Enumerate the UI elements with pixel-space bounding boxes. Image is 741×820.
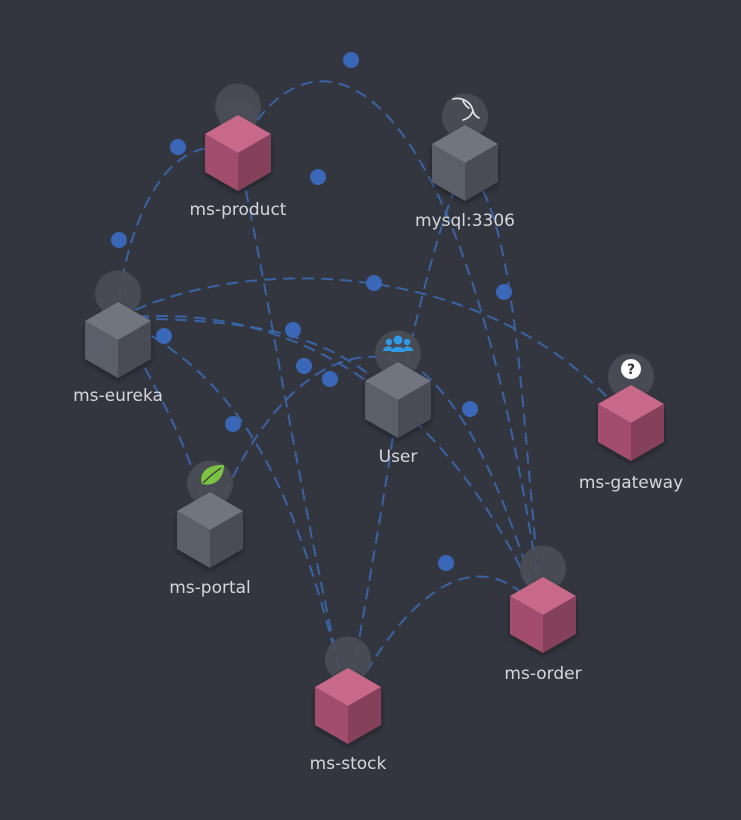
cube-left (177, 511, 210, 568)
cube-right (398, 381, 431, 438)
edge-eureka-gateway[interactable] (117, 277, 631, 424)
cube-right (348, 687, 381, 744)
flow-dot (296, 358, 312, 374)
users-icon (383, 335, 413, 352)
node-label: ms-order (504, 664, 581, 684)
edge-portal-order[interactable] (209, 355, 544, 616)
cube-right (543, 596, 576, 653)
flow-dot (156, 328, 172, 344)
edge-eureka-stock[interactable] (117, 317, 349, 707)
cube (598, 385, 664, 461)
node-user[interactable]: User (365, 330, 431, 467)
question-icon: ? (621, 359, 641, 379)
node-ms-portal[interactable]: ms-portal (169, 460, 251, 598)
node-label: ms-gateway (579, 473, 683, 493)
node-mysql[interactable]: mysql:3306 (415, 93, 515, 231)
leaf-vein (202, 467, 222, 484)
flow-dot (170, 139, 186, 155)
flow-dot (343, 52, 359, 68)
node-label: ms-stock (310, 754, 387, 774)
flow-dot (111, 232, 127, 248)
edges-layer (117, 80, 631, 707)
edge-eureka-user[interactable] (117, 317, 399, 401)
node-ms-order[interactable]: ms-order (504, 545, 582, 684)
flow-dot (322, 371, 338, 387)
cube (365, 362, 431, 438)
spring-leaf-icon (201, 464, 224, 485)
dolphin-fin (462, 100, 470, 109)
flow-dot (496, 284, 512, 300)
node-label: User (379, 447, 418, 467)
cube-left (85, 321, 118, 378)
cube (432, 125, 498, 201)
cube-left (205, 134, 238, 191)
user-body-left (383, 346, 392, 351)
user-body-center (391, 346, 405, 352)
cube-right (118, 321, 151, 378)
cube-right (465, 144, 498, 201)
cube (177, 492, 243, 568)
edge-eureka-order[interactable] (117, 314, 544, 616)
node-ms-eureka[interactable]: ms-eureka (73, 270, 163, 406)
cube-left (432, 144, 465, 201)
flow-dot (310, 169, 326, 185)
cube (205, 115, 271, 191)
cube (315, 668, 381, 744)
user-body-right (404, 346, 413, 351)
edge-product-order[interactable] (237, 80, 544, 616)
node-ms-product[interactable]: ms-product (190, 83, 287, 220)
cube (510, 577, 576, 653)
edge-product-stock[interactable] (237, 152, 349, 707)
cube-right (238, 134, 271, 191)
node-ms-stock[interactable]: ms-stock (310, 636, 387, 774)
dolphin-tail (462, 110, 474, 121)
edge-order-mysql[interactable] (464, 162, 544, 616)
flow-dot (462, 401, 478, 417)
cube-right (631, 404, 664, 461)
flow-dot (285, 322, 301, 338)
flow-dot (438, 555, 454, 571)
node-label: ms-product (190, 200, 287, 220)
cube-left (598, 404, 631, 461)
node-label: mysql:3306 (415, 211, 515, 231)
cube-right (210, 511, 243, 568)
question-mark-glyph: ? (627, 362, 635, 378)
node-ms-gateway[interactable]: ? ms-gateway (579, 353, 683, 493)
edge-user-mysql[interactable] (397, 162, 466, 401)
node-label: ms-portal (169, 578, 251, 598)
cube-left (365, 381, 398, 438)
node-label: ms-eureka (73, 386, 163, 406)
mysql-dolphin-icon (452, 97, 480, 121)
cube-left (315, 687, 348, 744)
user-head-left (385, 338, 393, 346)
flow-dots-layer (111, 52, 512, 571)
cube-left (510, 596, 543, 653)
flow-dot (366, 275, 382, 291)
user-head-right (403, 338, 411, 346)
cube (85, 302, 151, 378)
question-circle (621, 359, 641, 379)
user-head-center (393, 335, 403, 345)
flow-dot (225, 416, 241, 432)
